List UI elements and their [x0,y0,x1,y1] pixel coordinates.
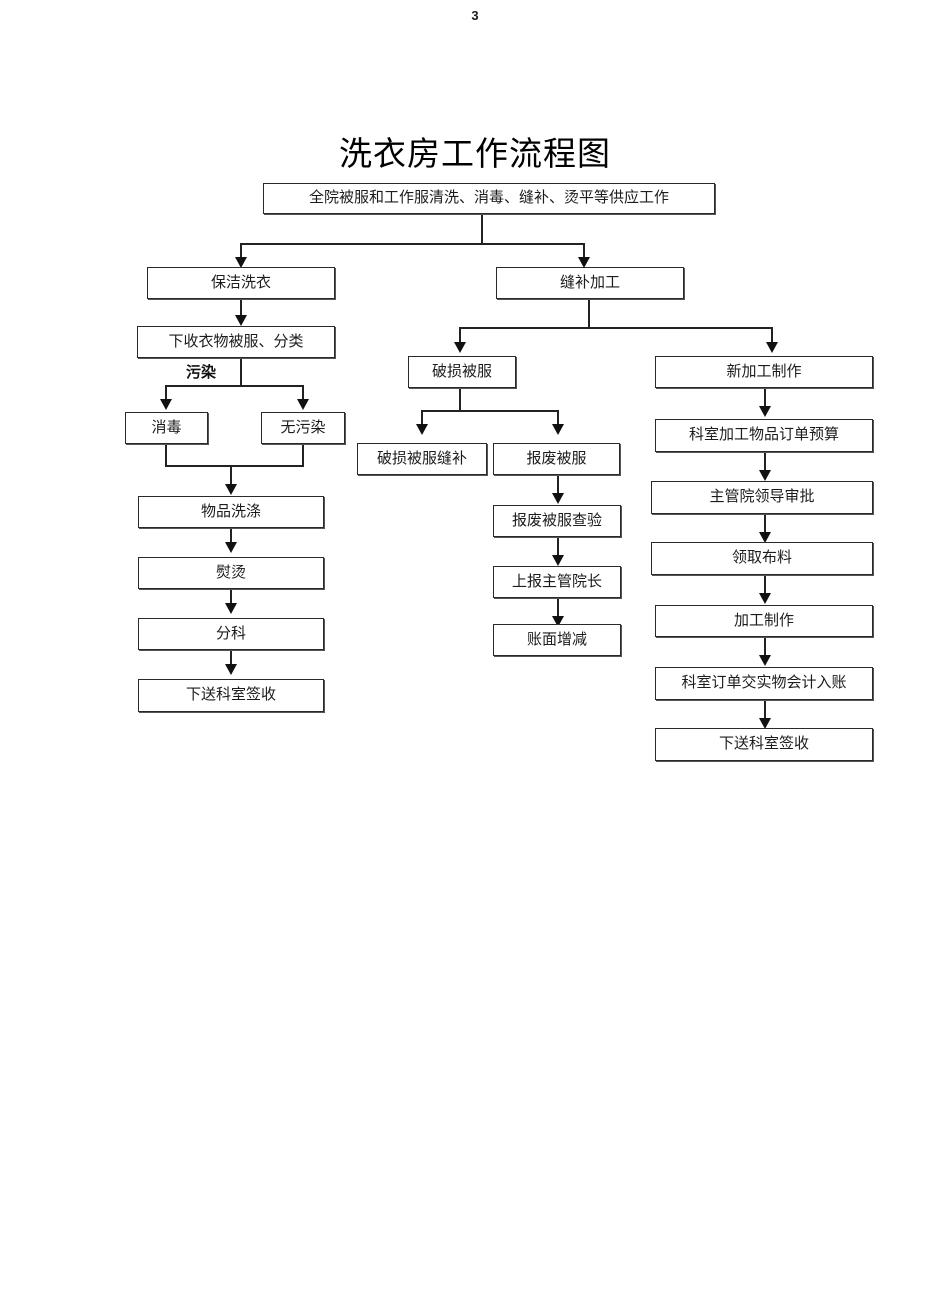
flow-node-wash: 保洁洗衣 [147,267,335,299]
connector-merge-stem [230,465,232,486]
arrowhead-mend-to-damaged [454,342,466,353]
connector-disinfect-down [165,444,167,466]
arrowhead-root-to-mend [578,257,590,268]
flow-node-deliver-laundry: 下送科室签收 [138,679,324,712]
connector-sort-to-deliver [230,650,232,666]
arrowhead-damaged-to-scrap [552,424,564,435]
flow-node-deliver-tailoring: 下送科室签收 [655,728,873,761]
flow-node-approval: 主管院领导审批 [651,481,873,514]
connector-accounting-to-deliver [764,700,766,720]
arrowhead-collect-to-nopollution [297,399,309,410]
flow-node-mend: 缝补加工 [496,267,684,299]
arrowhead-check-to-report [552,555,564,566]
arrowhead-scrap-to-check [552,493,564,504]
arrowhead-accounting-to-deliver [759,718,771,729]
flow-node-repair: 破损被服缝补 [357,443,487,475]
arrowhead-collect-to-disinfect [160,399,172,410]
arrowhead-sort-to-deliver [225,664,237,675]
connector-approval-to-cloth [764,514,766,534]
flow-node-scrap-check: 报废被服查验 [493,505,621,537]
flow-node-collect: 下收衣物被服、分类 [137,326,335,358]
connector-report-to-book [557,598,559,618]
connector-collect-to-disinfect [165,385,167,402]
arrowhead-damaged-to-repair [416,424,428,435]
flow-node-dept-budget: 科室加工物品订单预算 [655,419,873,452]
connector-scrap-to-check [557,475,559,495]
arrowhead-cloth-to-process [759,593,771,604]
connector-damaged-stem [459,388,461,411]
flow-node-iron: 熨烫 [138,557,324,589]
connector-washitems-to-iron [230,528,232,544]
connector-mend-split [459,327,773,329]
arrowhead-budget-to-approval [759,470,771,481]
connector-merge-to-washitems [165,465,304,467]
arrowhead-washitems-to-iron [225,542,237,553]
connector-root-stem [481,214,483,244]
arrowhead-newmake-to-budget [759,406,771,417]
connector-mend-to-damaged [459,327,461,345]
connector-newmake-to-budget [764,388,766,408]
connector-check-to-report [557,537,559,557]
flow-node-disinfect: 消毒 [125,412,208,444]
arrowhead-root-to-wash [235,257,247,268]
flow-node-no-pollution: 无污染 [261,412,345,444]
flow-node-sort: 分科 [138,618,324,650]
connector-damaged-to-scrap [557,410,559,427]
arrowhead-mend-to-newmake [766,342,778,353]
connector-nopollution-down [302,444,304,466]
flow-node-accounting: 科室订单交实物会计入账 [655,667,873,700]
connector-mend-stem [588,299,590,328]
flow-node-process: 加工制作 [655,605,873,637]
flow-node-report-dean: 上报主管院长 [493,566,621,598]
flow-node-scrap: 报废被服 [493,443,620,475]
connector-collect-split [165,385,303,387]
connector-wash-to-collect [240,299,242,318]
flow-node-damaged: 破损被服 [408,356,516,388]
page-title: 洗衣房工作流程图 [339,134,611,173]
connector-cloth-to-process [764,575,766,595]
arrowhead-wash-to-collect [235,315,247,326]
arrowhead-merge-to-washitems [225,484,237,495]
arrowhead-iron-to-sort [225,603,237,614]
flow-node-get-cloth: 领取布料 [651,542,873,575]
page-number: 3 [471,8,479,23]
connector-damaged-to-repair [421,410,423,427]
connector-collect-stem [240,358,242,386]
flow-node-book-change: 账面增减 [493,624,621,656]
arrowhead-approval-to-cloth [759,532,771,543]
connector-collect-to-nopollution [302,385,304,402]
connector-damaged-split [421,410,558,412]
flow-node-root: 全院被服和工作服清洗、消毒、缝补、烫平等供应工作 [263,183,715,214]
flow-node-new-make: 新加工制作 [655,356,873,388]
connector-root-to-wash [240,243,242,260]
flow-node-wash-items: 物品洗涤 [138,496,324,528]
connector-iron-to-sort [230,589,232,605]
connector-process-to-accounting [764,637,766,657]
edge-label-polluted: 污染 [186,365,217,381]
connector-mend-to-newmake [771,327,773,345]
connector-budget-to-approval [764,452,766,472]
connector-root-split [240,243,584,245]
connector-root-to-mend [583,243,585,260]
arrowhead-report-to-book [552,616,564,627]
arrowhead-process-to-accounting [759,655,771,666]
